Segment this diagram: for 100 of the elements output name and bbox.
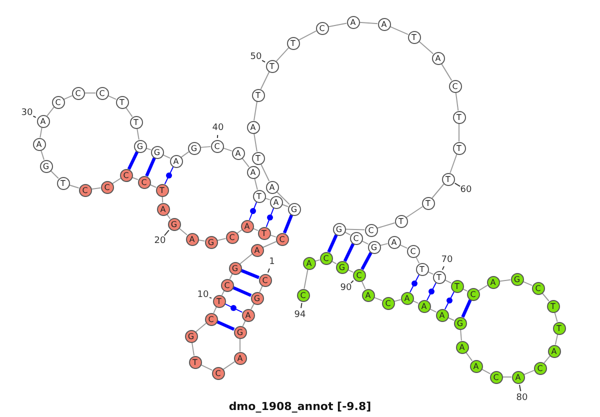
base-circle: T xyxy=(552,322,566,334)
position-number: 10 xyxy=(197,290,209,300)
backbone-line xyxy=(112,178,121,184)
backbone-line xyxy=(162,196,164,203)
base-circle: G xyxy=(250,292,264,304)
base-circle: A xyxy=(400,292,414,304)
backbone-line xyxy=(222,148,232,152)
backbone-line xyxy=(458,123,460,142)
backbone-line xyxy=(178,228,188,236)
base-circle: T xyxy=(452,142,466,154)
base-circle: C xyxy=(204,312,218,326)
base-pair-line xyxy=(343,243,355,262)
position-number: 20 xyxy=(154,236,166,246)
backbone-line xyxy=(107,95,117,100)
backbone-line xyxy=(276,47,290,62)
base-circle: A xyxy=(32,138,46,150)
base-circle: C xyxy=(276,232,288,246)
base-circle: A xyxy=(246,166,260,178)
base-pair-line xyxy=(127,151,139,170)
base-pair-line xyxy=(224,303,243,313)
backbone-line xyxy=(136,128,140,140)
base-circle: A xyxy=(240,220,254,232)
backbone-line xyxy=(46,106,54,116)
base-circle: T xyxy=(452,110,466,124)
backbone-line xyxy=(125,106,133,118)
base-pair-line xyxy=(145,157,156,177)
backbone-line xyxy=(236,229,242,234)
base-circle: C xyxy=(258,274,272,286)
base-circle: G xyxy=(188,142,200,154)
backbone-line xyxy=(84,92,96,94)
base-circle: G xyxy=(150,146,164,158)
base-circle: G xyxy=(228,262,242,274)
base-circle: A xyxy=(232,146,244,160)
base-circle: G xyxy=(168,218,180,230)
backbone-line xyxy=(260,71,270,90)
backbone-line xyxy=(554,334,558,346)
backbone-line xyxy=(254,100,258,122)
base-circle: T xyxy=(422,196,434,210)
backbone-line xyxy=(195,322,207,332)
backbone-line xyxy=(345,228,365,230)
base-circle: T xyxy=(156,184,168,196)
base-circle: A xyxy=(418,300,430,312)
base-circle: C xyxy=(226,230,238,244)
base-circle: C xyxy=(220,278,234,292)
base-circle: C xyxy=(96,86,108,100)
backbone-line xyxy=(298,30,317,41)
base-circle: T xyxy=(286,36,300,50)
base-circle: A xyxy=(170,154,182,168)
base-circle: C xyxy=(364,224,378,236)
position-number: 1 xyxy=(269,257,275,267)
backbone-line xyxy=(389,26,409,35)
position-number: 60 xyxy=(460,185,472,195)
base-pair-line xyxy=(216,320,235,331)
base-circle: G xyxy=(184,330,198,342)
base-pair-line xyxy=(232,286,252,297)
backbone-line xyxy=(460,328,462,342)
base-circle: G xyxy=(454,316,466,330)
base-circle: C xyxy=(352,268,366,282)
backbone-line xyxy=(63,95,73,100)
base-circle: G xyxy=(510,272,524,286)
position-number: 80 xyxy=(516,393,528,403)
base-circle: T xyxy=(442,172,454,186)
backbone-line xyxy=(260,163,270,182)
base-circle: C xyxy=(100,180,114,194)
base-circle: T xyxy=(394,214,408,228)
position-number: 40 xyxy=(212,123,224,133)
backbone-line xyxy=(254,178,258,190)
base-pair-line xyxy=(327,234,338,253)
base-circle: T xyxy=(432,270,446,284)
backbone-line xyxy=(524,370,534,376)
backbone-line xyxy=(358,22,378,24)
backbone-line xyxy=(276,191,290,205)
backbone-line xyxy=(440,63,452,81)
position-number: 90 xyxy=(340,283,352,293)
base-pair-line xyxy=(266,208,274,228)
backbone-line xyxy=(522,281,533,286)
backbone-line xyxy=(481,368,491,374)
backbone-line xyxy=(200,146,212,148)
base-circle: C xyxy=(534,362,546,374)
backbone-line xyxy=(40,126,42,138)
base-pair-line xyxy=(461,299,472,318)
base-circle: C xyxy=(72,86,84,100)
base-pair-line xyxy=(409,274,420,293)
backbone-line xyxy=(40,150,45,160)
base-circle: T xyxy=(116,96,128,108)
backbone-line xyxy=(465,352,473,362)
backbone-line xyxy=(200,364,213,371)
base-circle: A xyxy=(388,236,400,248)
position-number: 94 xyxy=(294,310,306,320)
base-circle: C xyxy=(350,232,362,244)
backbone-line xyxy=(544,356,550,364)
base-pair-line xyxy=(164,166,174,185)
backbone-line xyxy=(254,132,258,152)
base-circle: C xyxy=(448,80,462,92)
backbone-line xyxy=(180,151,190,158)
base-circle: A xyxy=(156,202,170,216)
base-circle: C xyxy=(382,296,394,310)
backbone-line xyxy=(432,184,444,198)
base-circle: C xyxy=(466,288,480,300)
base-circle: A xyxy=(270,196,282,208)
